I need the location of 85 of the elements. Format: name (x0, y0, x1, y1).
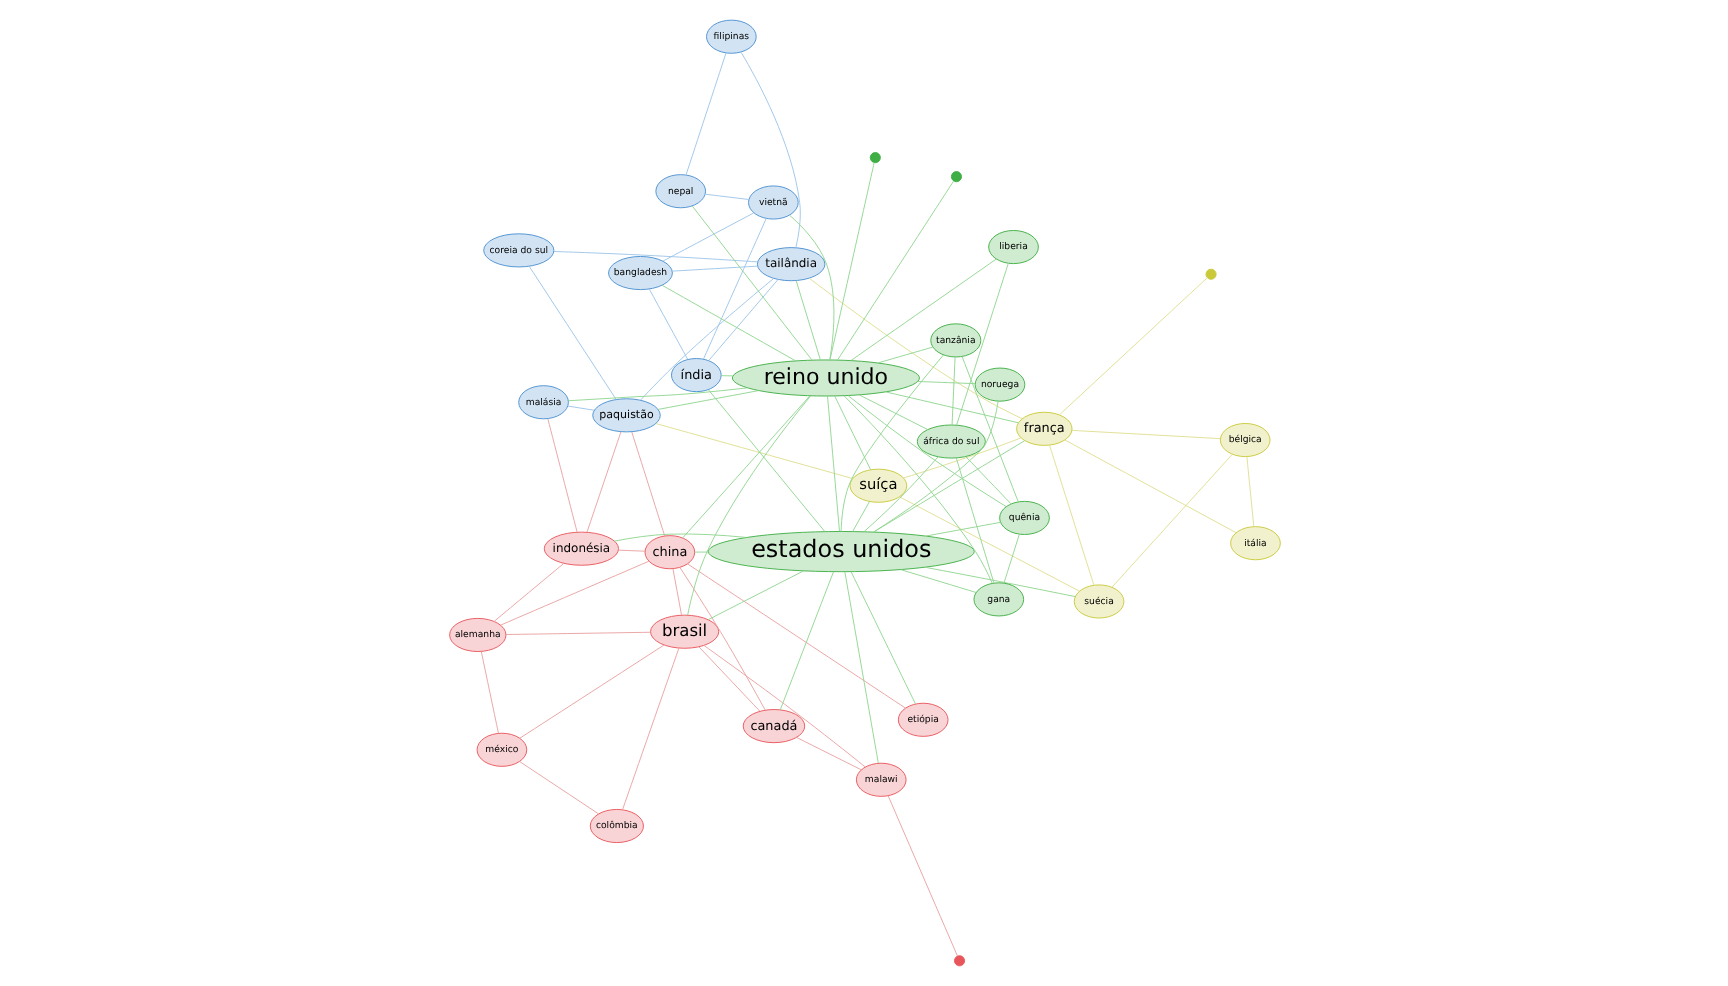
connector (795, 737, 861, 771)
connector (964, 456, 1011, 505)
node-ellipse: reino unido (730, 359, 919, 397)
connector (886, 795, 957, 957)
connector (876, 346, 933, 364)
connector (1048, 444, 1094, 586)
connector (706, 389, 825, 532)
connector (849, 571, 915, 705)
connector (567, 387, 747, 402)
connector (707, 279, 778, 361)
connector (616, 549, 645, 552)
connector (851, 501, 869, 532)
connector (693, 551, 708, 553)
node-circle (953, 955, 965, 967)
connector (499, 560, 649, 626)
connector (639, 278, 773, 401)
connector (898, 496, 1079, 592)
connector (808, 277, 1022, 420)
connector (690, 205, 812, 361)
connector (1245, 456, 1254, 528)
connector (479, 651, 498, 734)
connector (701, 217, 766, 360)
connector (518, 644, 664, 739)
connector (788, 214, 834, 361)
connector (862, 456, 938, 533)
connector (954, 457, 994, 584)
connector (833, 395, 870, 470)
connector (950, 356, 955, 426)
node-ellipse: estados unidos (706, 531, 974, 573)
connector (1110, 453, 1232, 588)
connector (585, 431, 621, 533)
connector (612, 533, 746, 542)
connector (923, 566, 1075, 598)
connector (858, 394, 928, 430)
connector (678, 567, 765, 711)
connector (703, 193, 749, 200)
connector (697, 646, 760, 712)
connector (916, 381, 975, 385)
connector (706, 570, 803, 621)
connector (1002, 533, 1019, 584)
connector (842, 395, 992, 584)
connector (621, 647, 679, 811)
connector (504, 631, 650, 635)
connector (566, 405, 594, 411)
node-circle (949, 171, 961, 183)
connector (661, 212, 754, 262)
connector (654, 423, 853, 480)
connector (660, 284, 795, 362)
connector (739, 51, 800, 249)
connector (924, 521, 1000, 537)
connector (836, 180, 953, 361)
connector (670, 265, 757, 272)
node-circle (1204, 268, 1216, 280)
connector (884, 391, 1018, 424)
connector (684, 52, 726, 176)
connector (630, 431, 665, 537)
connector (719, 375, 733, 377)
connector (686, 563, 905, 709)
connector (955, 262, 1008, 426)
connector (778, 571, 833, 711)
connector (546, 418, 577, 533)
connector (671, 568, 681, 616)
connector (843, 571, 878, 764)
connector (527, 265, 616, 400)
connector (518, 761, 598, 815)
node-circle (868, 152, 880, 164)
connector (872, 400, 998, 533)
connector (647, 288, 688, 360)
connector (960, 356, 1018, 503)
connector (794, 280, 820, 361)
connector (1057, 277, 1207, 416)
connector (826, 395, 839, 532)
connector (899, 569, 976, 593)
node-ellipse: brasil (649, 614, 719, 649)
connector (686, 395, 810, 616)
connector (902, 437, 1021, 479)
connector (1070, 429, 1220, 440)
connector (839, 354, 943, 532)
connector (656, 390, 758, 410)
connector (702, 645, 865, 768)
connector (681, 395, 810, 539)
connector (1063, 439, 1236, 534)
connector (492, 563, 564, 622)
connector (552, 251, 757, 263)
connector (828, 162, 874, 361)
